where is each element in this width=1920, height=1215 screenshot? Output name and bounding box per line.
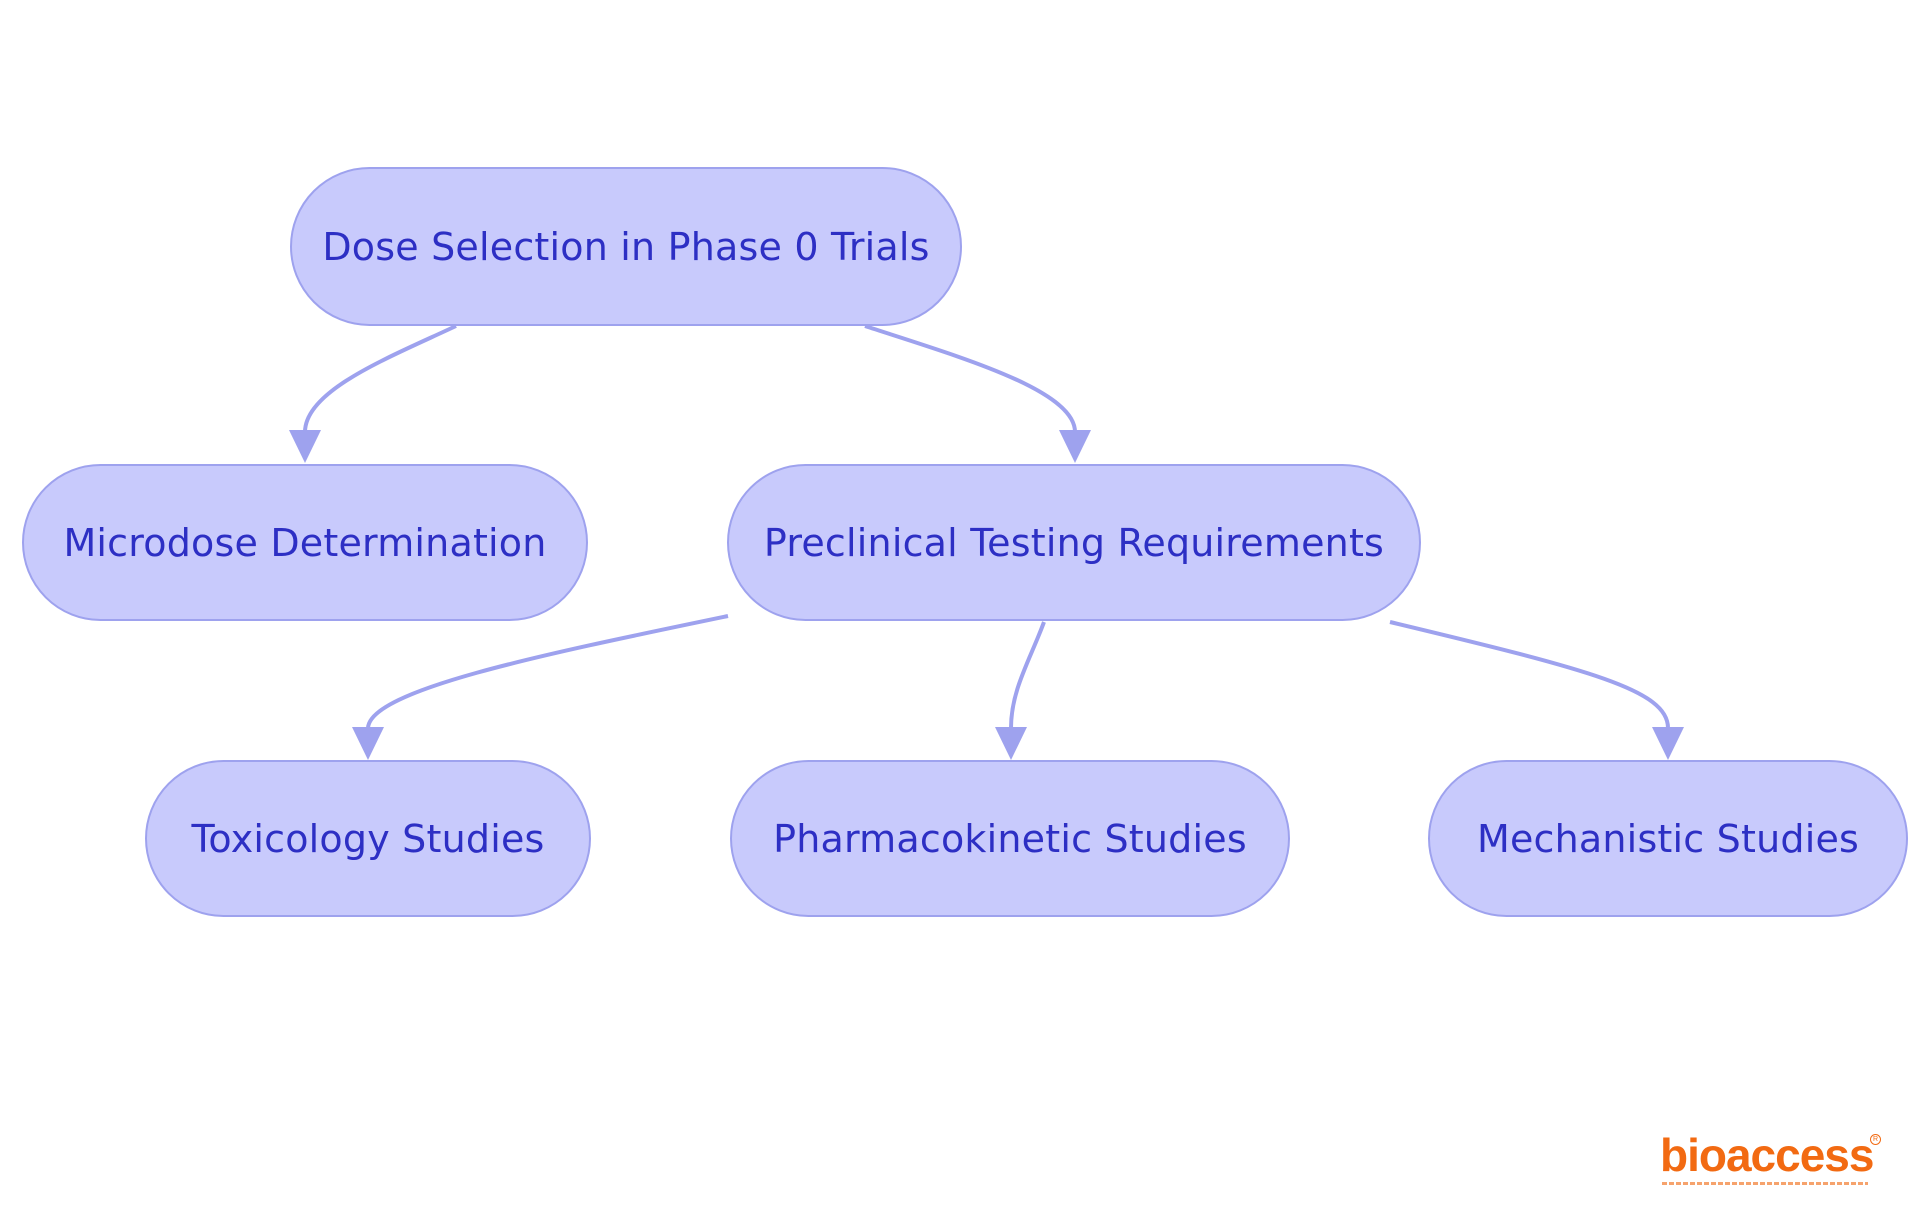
arrowhead-microdose <box>289 430 321 463</box>
logo-tagline <box>1662 1182 1868 1185</box>
edge-preclinical-to-mechanistic <box>1389 620 1670 734</box>
edge-root-to-preclinical <box>864 324 1077 438</box>
registered-mark-icon: R <box>1870 1134 1881 1145</box>
node-mechanistic-studies: Mechanistic Studies <box>1428 760 1908 917</box>
node-label: Mechanistic Studies <box>1476 816 1860 861</box>
node-label: Dose Selection in Phase 0 Trials <box>322 224 930 269</box>
bioaccess-logo: bioaccess R <box>1660 1129 1881 1190</box>
arrowhead-mechanistic <box>1652 727 1684 760</box>
node-label: Toxicology Studies <box>191 816 545 861</box>
arrowhead-preclinical <box>1059 430 1091 463</box>
logo-wordmark: bioaccess <box>1660 1129 1874 1181</box>
edge-root-to-microdose <box>303 324 457 438</box>
node-preclinical-testing: Preclinical Testing Requirements <box>727 464 1421 621</box>
node-label: Pharmacokinetic Studies <box>773 816 1247 861</box>
node-label: Preclinical Testing Requirements <box>763 520 1385 565</box>
node-dose-selection: Dose Selection in Phase 0 Trials <box>290 167 962 326</box>
arrowhead-toxicology <box>352 727 384 760</box>
edge-preclinical-to-toxicology <box>366 614 729 734</box>
edge-preclinical-to-pharmacokinetic <box>1009 621 1046 734</box>
node-microdose-determination: Microdose Determination <box>22 464 588 621</box>
node-toxicology-studies: Toxicology Studies <box>145 760 591 917</box>
node-label: Microdose Determination <box>63 520 547 565</box>
node-pharmacokinetic-studies: Pharmacokinetic Studies <box>730 760 1290 917</box>
arrowhead-pharmacokinetic <box>995 727 1027 760</box>
